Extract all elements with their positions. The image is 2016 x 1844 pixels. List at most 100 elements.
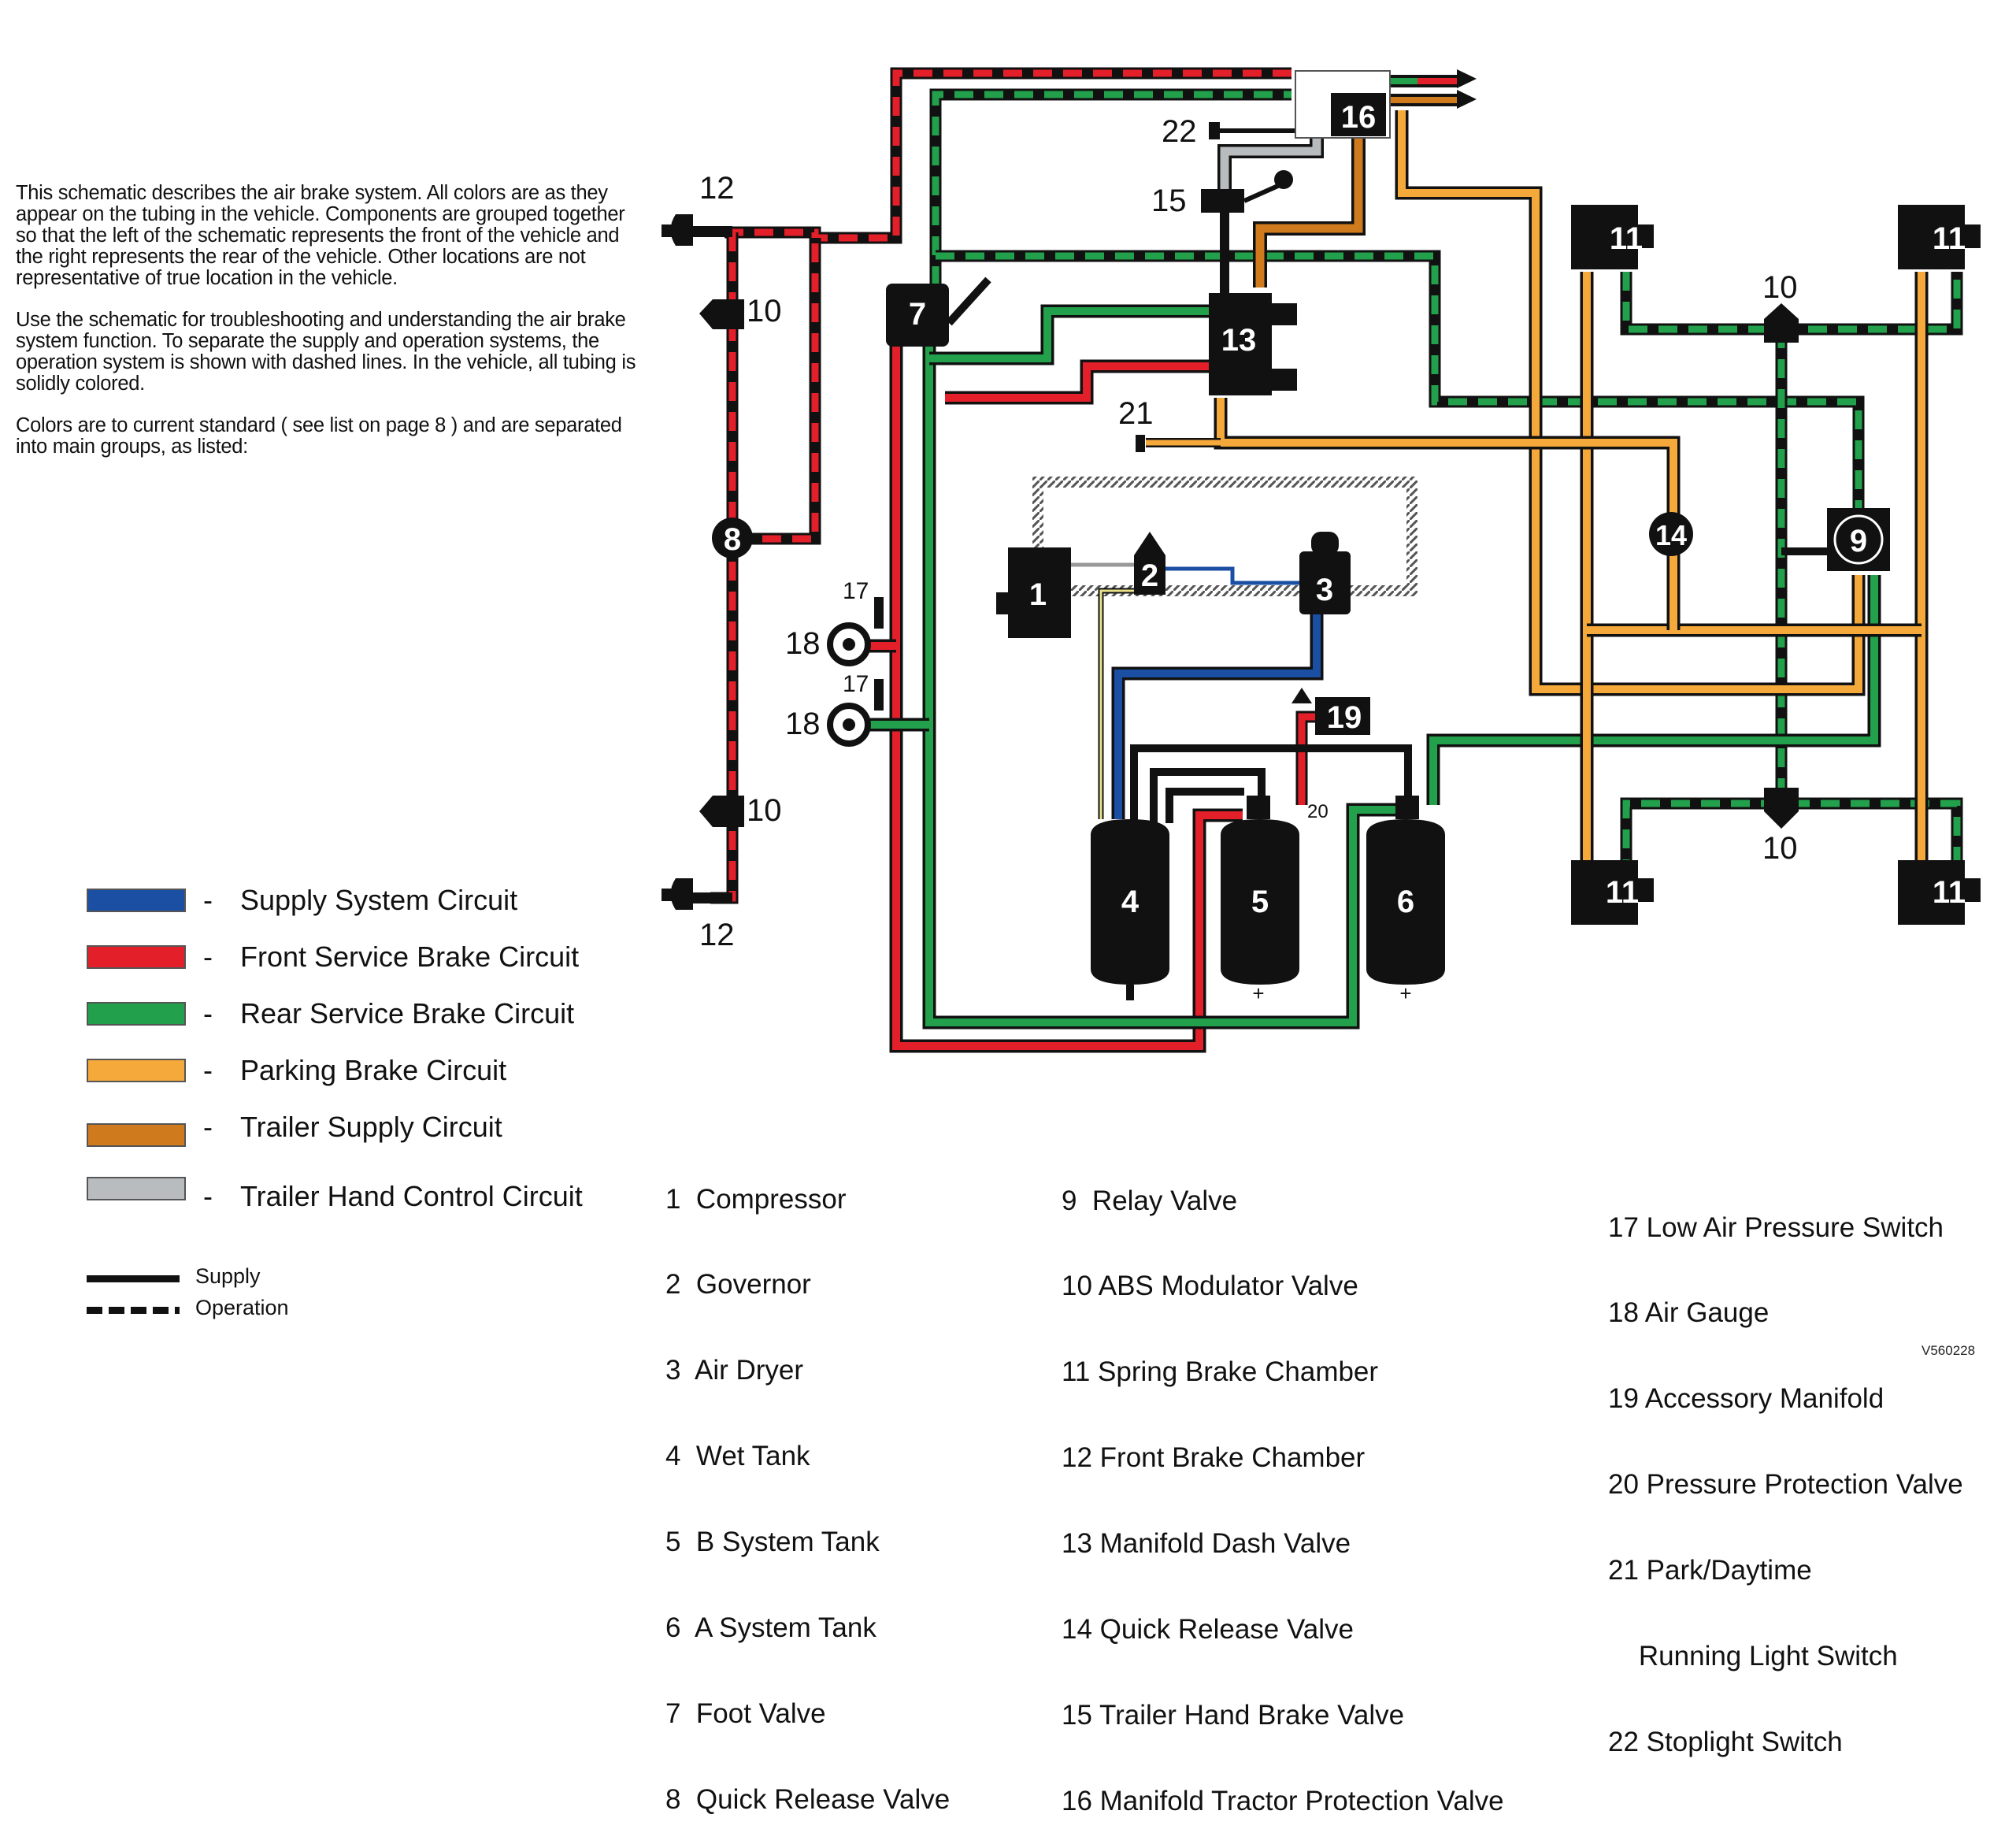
legend-label: Trailer Hand Control Circuit bbox=[240, 1180, 583, 1212]
label-low-air-bottom: 17 bbox=[843, 671, 869, 697]
label-manifold-dash-valve: 13 bbox=[1221, 323, 1257, 358]
label-trailer-hand-brake: 15 bbox=[1151, 184, 1187, 218]
label-tractor-protection: 16 bbox=[1341, 100, 1377, 135]
parts-item: 22 Stoplight Switch bbox=[1608, 1726, 1843, 1757]
parts-item: 4 Wet Tank bbox=[665, 1441, 810, 1472]
label-quick-release-14: 14 bbox=[1655, 519, 1687, 551]
abs-modulator-valve-rear-bottom bbox=[1764, 788, 1799, 829]
parts-item: 18 Air Gauge bbox=[1608, 1297, 1770, 1329]
label-relay-valve: 9 bbox=[1850, 524, 1867, 558]
document-code: V560228 bbox=[1922, 1343, 1976, 1358]
stoplight-switch bbox=[1209, 122, 1220, 139]
svg-text:+: + bbox=[1399, 981, 1411, 1005]
label-park-switch: 21 bbox=[1118, 396, 1154, 431]
parts-item: 19 Accessory Manifold bbox=[1608, 1383, 1884, 1415]
legend-label: Rear Service Brake Circuit bbox=[240, 997, 575, 1030]
quick-release-valve-14 bbox=[1649, 512, 1693, 556]
manifold-dash-valve bbox=[1209, 293, 1297, 395]
front-brake-chamber-top bbox=[662, 214, 732, 246]
wet-tank bbox=[1091, 819, 1169, 1000]
park-daytime-switch bbox=[1136, 435, 1145, 452]
parts-item: 15 Trailer Hand Brake Valve bbox=[1062, 1699, 1405, 1731]
label-abs-front-bottom: 10 bbox=[747, 793, 782, 828]
legend-label: Supply System Circuit bbox=[240, 884, 518, 916]
abs-modulator-valve-rear-top bbox=[1764, 303, 1799, 343]
parts-list-column-1: 1 Compressor 2 Governor 3 Air Dryer 4 We… bbox=[665, 1128, 950, 1842]
low-air-pressure-switch-top bbox=[874, 597, 884, 629]
legend-swatch bbox=[87, 945, 186, 969]
legend-swatch bbox=[87, 1002, 186, 1026]
parts-item: 20 Pressure Protection Valve bbox=[1608, 1469, 1963, 1501]
intro-paragraph-1: This schematic describes the air brake s… bbox=[16, 182, 625, 289]
relay-valve bbox=[1827, 508, 1890, 571]
spring-brake-chamber-bottom-right bbox=[1898, 860, 1981, 925]
label-wet-tank: 4 bbox=[1121, 885, 1140, 919]
legend-swatch bbox=[87, 889, 186, 912]
label-b-system-tank: 5 bbox=[1251, 885, 1269, 919]
trailer-hand-brake-valve bbox=[1201, 170, 1293, 293]
air-dryer bbox=[1299, 532, 1351, 614]
accessory-manifold bbox=[1292, 688, 1370, 735]
legend-swatch bbox=[87, 1177, 186, 1200]
label-governor: 2 bbox=[1141, 558, 1158, 593]
supply-lines bbox=[1032, 477, 1418, 823]
abs-modulator-valve-front-bottom bbox=[699, 796, 744, 827]
label-air-gauge-top: 18 bbox=[785, 626, 821, 661]
parts-item: 2 Governor bbox=[665, 1269, 811, 1300]
label-low-air-top: 17 bbox=[843, 578, 869, 604]
svg-text:+: + bbox=[1252, 981, 1264, 1005]
spring-brake-chamber-top-left bbox=[1571, 205, 1654, 269]
intro-text: This schematic describes the air brake s… bbox=[16, 183, 646, 478]
spring-brake-chamber-bottom-left bbox=[1571, 860, 1654, 925]
label-front-brake-bottom: 12 bbox=[699, 918, 735, 952]
parts-item: 9 Relay Valve bbox=[1062, 1185, 1238, 1216]
label-front-brake-top: 12 bbox=[699, 171, 735, 206]
label-a-system-tank: 6 bbox=[1397, 885, 1414, 919]
label-air-dryer: 3 bbox=[1316, 573, 1333, 607]
quick-release-valve-8 bbox=[712, 518, 753, 558]
b-system-tank: + bbox=[1221, 796, 1299, 1005]
intro-paragraph-3: Colors are to current standard ( see lis… bbox=[16, 414, 622, 458]
label-accessory-manifold: 19 bbox=[1327, 700, 1362, 735]
label-abs-rear-bottom: 10 bbox=[1762, 831, 1798, 866]
parts-item: 3 Air Dryer bbox=[665, 1355, 804, 1386]
label-air-gauge-bottom: 18 bbox=[785, 707, 821, 741]
parts-item: 14 Quick Release Valve bbox=[1062, 1614, 1354, 1646]
compressor bbox=[996, 547, 1071, 638]
legend-label: Parking Brake Circuit bbox=[240, 1054, 507, 1086]
legend-swatch bbox=[87, 1123, 186, 1147]
legend-label: Trailer Supply Circuit bbox=[240, 1111, 502, 1143]
parts-item: 13 Manifold Dash Valve bbox=[1062, 1528, 1351, 1560]
legend-label: Front Service Brake Circuit bbox=[240, 941, 580, 973]
parts-item: 16 Manifold Tractor Protection Valve bbox=[1062, 1785, 1504, 1816]
parts-item: 17 Low Air Pressure Switch bbox=[1608, 1211, 1944, 1243]
legend-swatch bbox=[87, 1059, 186, 1082]
parts-item: 7 Foot Valve bbox=[665, 1697, 826, 1729]
parts-item: Running Light Switch bbox=[1608, 1641, 1898, 1672]
rear-service-lines bbox=[866, 304, 1881, 1030]
label-compressor: 1 bbox=[1029, 577, 1047, 612]
air-brake-schematic: + + 1 2 3 4 5 6 7 8 9 13 14 16 bbox=[662, 67, 1981, 1053]
manifold-tractor-protection-valve bbox=[1295, 70, 1391, 139]
intro-paragraph-2: Use the schematic for troubleshooting an… bbox=[16, 309, 636, 395]
front-service-lines bbox=[866, 331, 1315, 1053]
parking-brake-lines bbox=[1146, 110, 1929, 874]
label-spring-brake-bl: 11 bbox=[1606, 875, 1639, 910]
low-air-pressure-switch-bottom bbox=[874, 679, 884, 711]
parts-item: 10 ABS Modulator Valve bbox=[1062, 1271, 1358, 1302]
a-system-tank: + bbox=[1366, 796, 1445, 1005]
parts-item: 5 B System Tank bbox=[665, 1527, 880, 1558]
foot-valve bbox=[886, 276, 991, 347]
parts-list-column-2: 9 Relay Valve 10 ABS Modulator Valve 11 … bbox=[1062, 1130, 1504, 1844]
label-pressure-protection: 20 bbox=[1307, 801, 1329, 822]
label-spring-brake-br: 11 bbox=[1933, 875, 1966, 910]
governor bbox=[1134, 532, 1166, 595]
air-gauge-top bbox=[827, 622, 871, 666]
label-spring-brake-tl: 11 bbox=[1610, 221, 1643, 256]
label-abs-front-top: 10 bbox=[747, 294, 782, 328]
air-gauge-bottom bbox=[827, 703, 871, 747]
parts-item: 12 Front Brake Chamber bbox=[1062, 1442, 1366, 1474]
label-stoplight-switch: 22 bbox=[1162, 114, 1197, 149]
label-abs-rear-top: 10 bbox=[1762, 270, 1798, 305]
parts-item: 6 A System Tank bbox=[665, 1612, 876, 1644]
